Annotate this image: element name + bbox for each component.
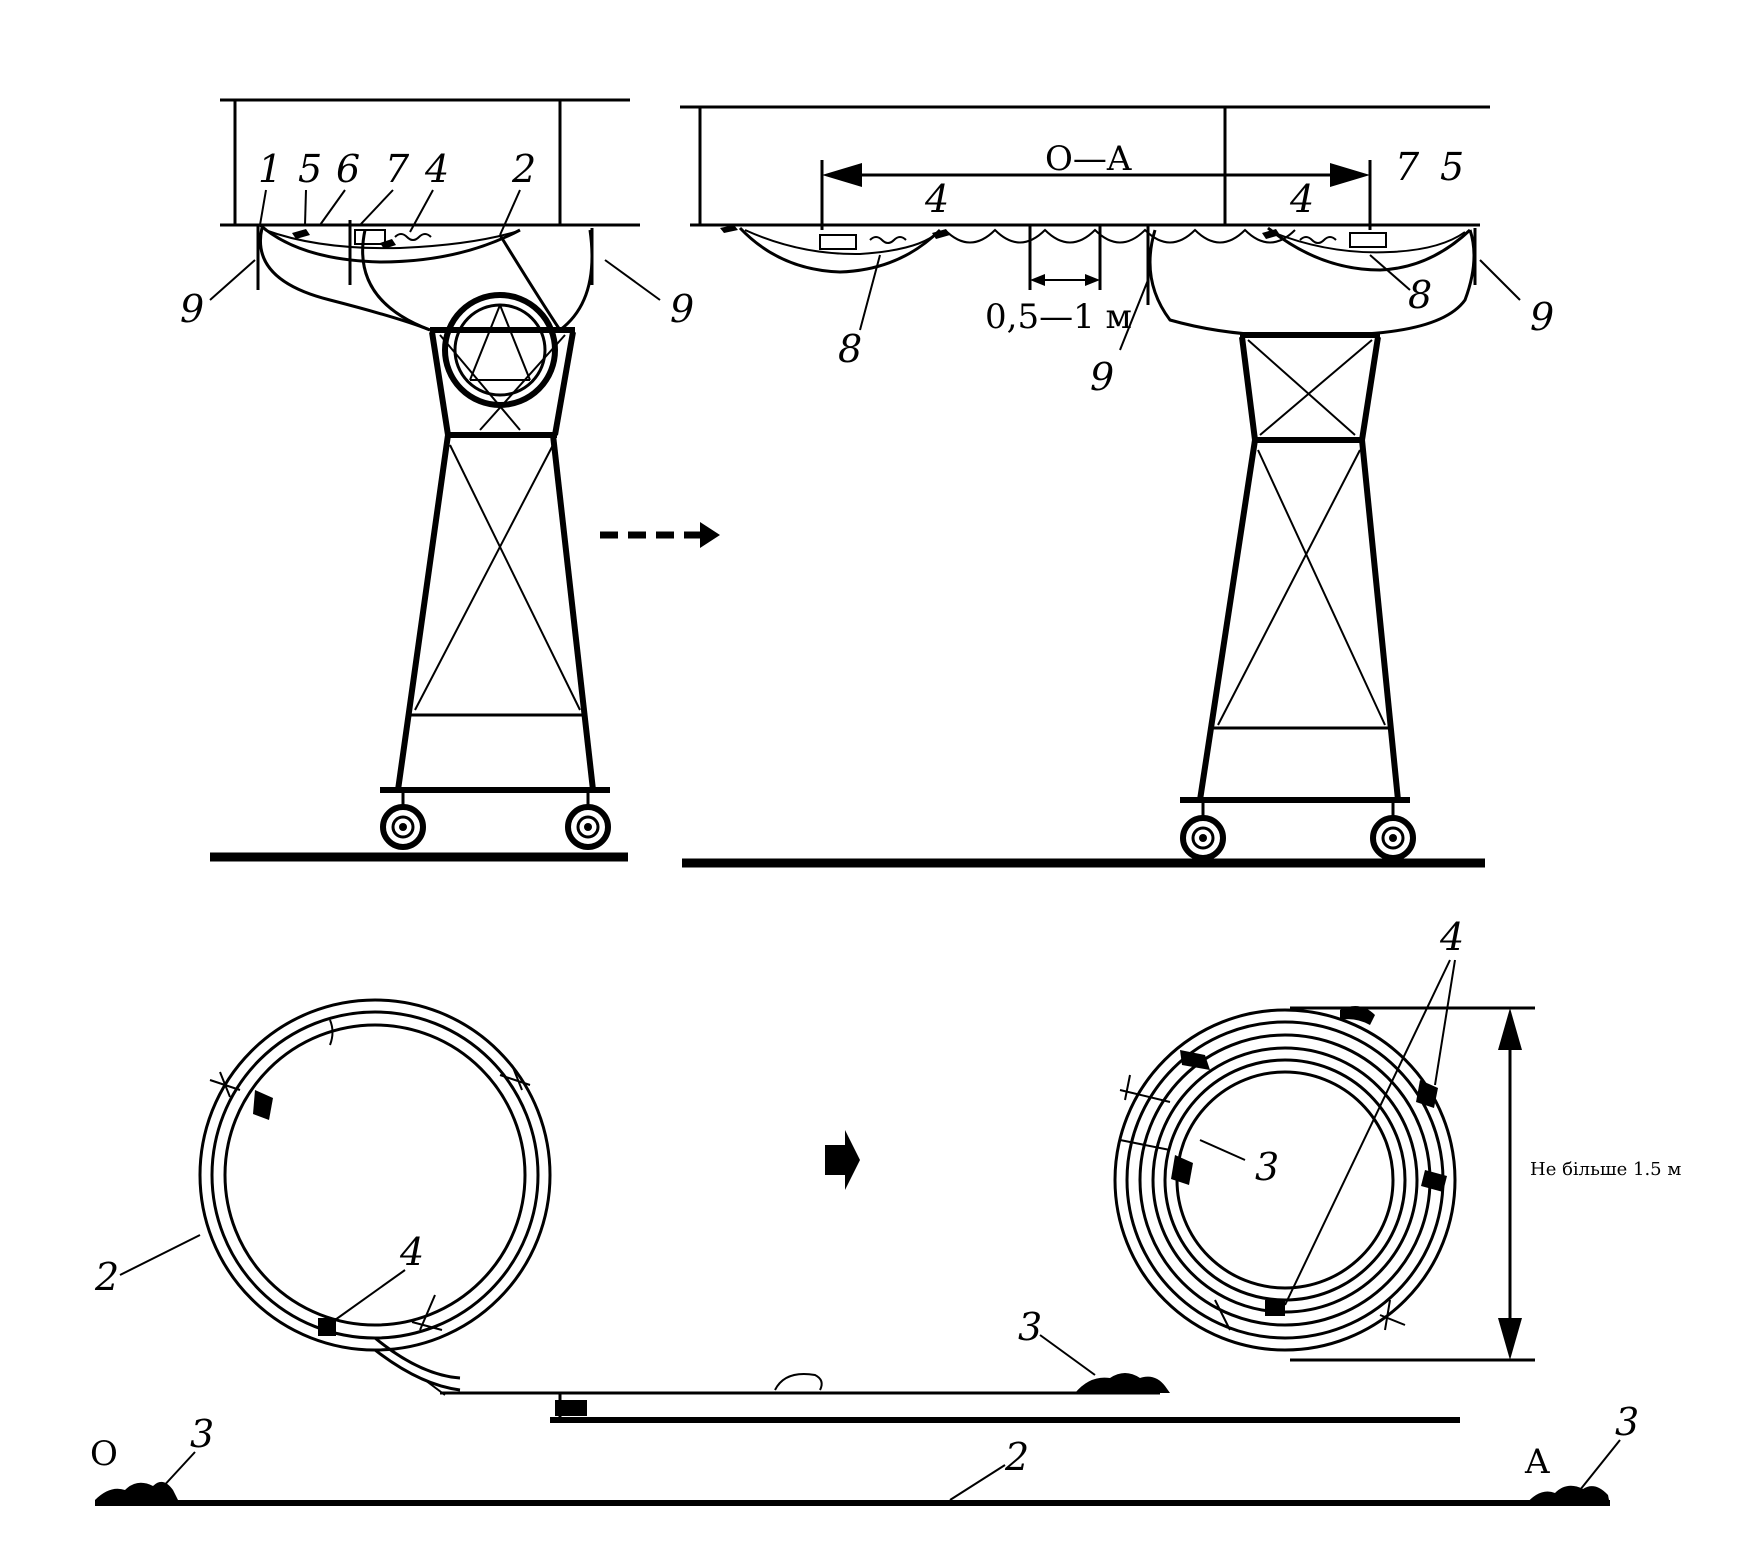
label-4-right-b: 4	[1289, 177, 1314, 221]
label-2: 2	[511, 147, 536, 191]
oa-dimension-label: O—A	[1045, 139, 1132, 179]
label-1: 1	[258, 147, 282, 191]
label-2-ring: 2	[94, 1255, 119, 1299]
left-hangers	[209, 220, 661, 301]
leader-2-ring	[119, 1234, 201, 1276]
leader-4-ring	[334, 1269, 406, 1321]
left-cable-drum	[442, 292, 558, 408]
spacing-dimension	[1028, 225, 1102, 290]
right-cable-coil	[1113, 1006, 1457, 1352]
label-7-right: 7	[1395, 145, 1420, 189]
height-dimension-label: Не більше 1.5 м	[1530, 1159, 1681, 1180]
route-baseline	[95, 1481, 1610, 1506]
bottom-cable-run	[440, 1373, 1460, 1423]
label-9-right-b: 9	[1530, 295, 1554, 339]
label-9-right-a: 9	[1090, 355, 1114, 399]
right-cable-sags	[720, 225, 1472, 274]
label-9-left-b: 9	[670, 287, 694, 331]
leader-3-mid	[1039, 1334, 1096, 1376]
left-cable-sag	[259, 223, 594, 332]
label-7: 7	[385, 147, 410, 191]
leader-3-a	[1579, 1439, 1621, 1491]
label-4: 4	[424, 147, 449, 191]
left-ceiling-frame	[220, 98, 640, 227]
label-6: 6	[336, 147, 360, 191]
oa-dimension	[820, 160, 1372, 230]
left-wheels	[380, 790, 611, 850]
right-tower	[1180, 332, 1410, 803]
label-3-bottom-mid: 3	[1018, 1305, 1042, 1349]
label-3-o: 3	[190, 1412, 214, 1456]
label-8-right-b: 8	[1408, 273, 1432, 317]
transition-arrow-bottom	[825, 1130, 860, 1190]
label-4-coil: 4	[1439, 915, 1464, 959]
leader-3-o	[159, 1451, 196, 1491]
label-2-baseline: 2	[1004, 1435, 1029, 1479]
clip-4-left	[318, 1318, 336, 1336]
right-wheels	[1180, 800, 1416, 861]
label-3-coil: 3	[1255, 1145, 1279, 1189]
label-5: 5	[298, 147, 322, 191]
label-4-right-a: 4	[924, 177, 949, 221]
left-tower	[380, 327, 610, 793]
label-4-ring: 4	[399, 1230, 424, 1274]
transition-arrow-top	[600, 522, 720, 548]
right-hangers	[859, 225, 1521, 351]
label-3-a: 3	[1615, 1400, 1639, 1444]
point-a: A	[1524, 1442, 1550, 1482]
left-cable-ring	[198, 998, 552, 1396]
height-dimension	[1290, 1006, 1535, 1362]
label-8-right-a: 8	[838, 327, 862, 371]
spacing-dimension-label: 0,5—1 м	[985, 297, 1132, 337]
leader-3-coil	[1199, 1139, 1246, 1161]
label-9-left-a: 9	[180, 287, 204, 331]
leader-2-baseline	[949, 1464, 1006, 1501]
top-left-leader-lines	[259, 189, 521, 236]
label-5-right: 5	[1440, 145, 1464, 189]
leader-4-coil	[1284, 959, 1456, 1306]
point-o: O	[90, 1434, 118, 1474]
